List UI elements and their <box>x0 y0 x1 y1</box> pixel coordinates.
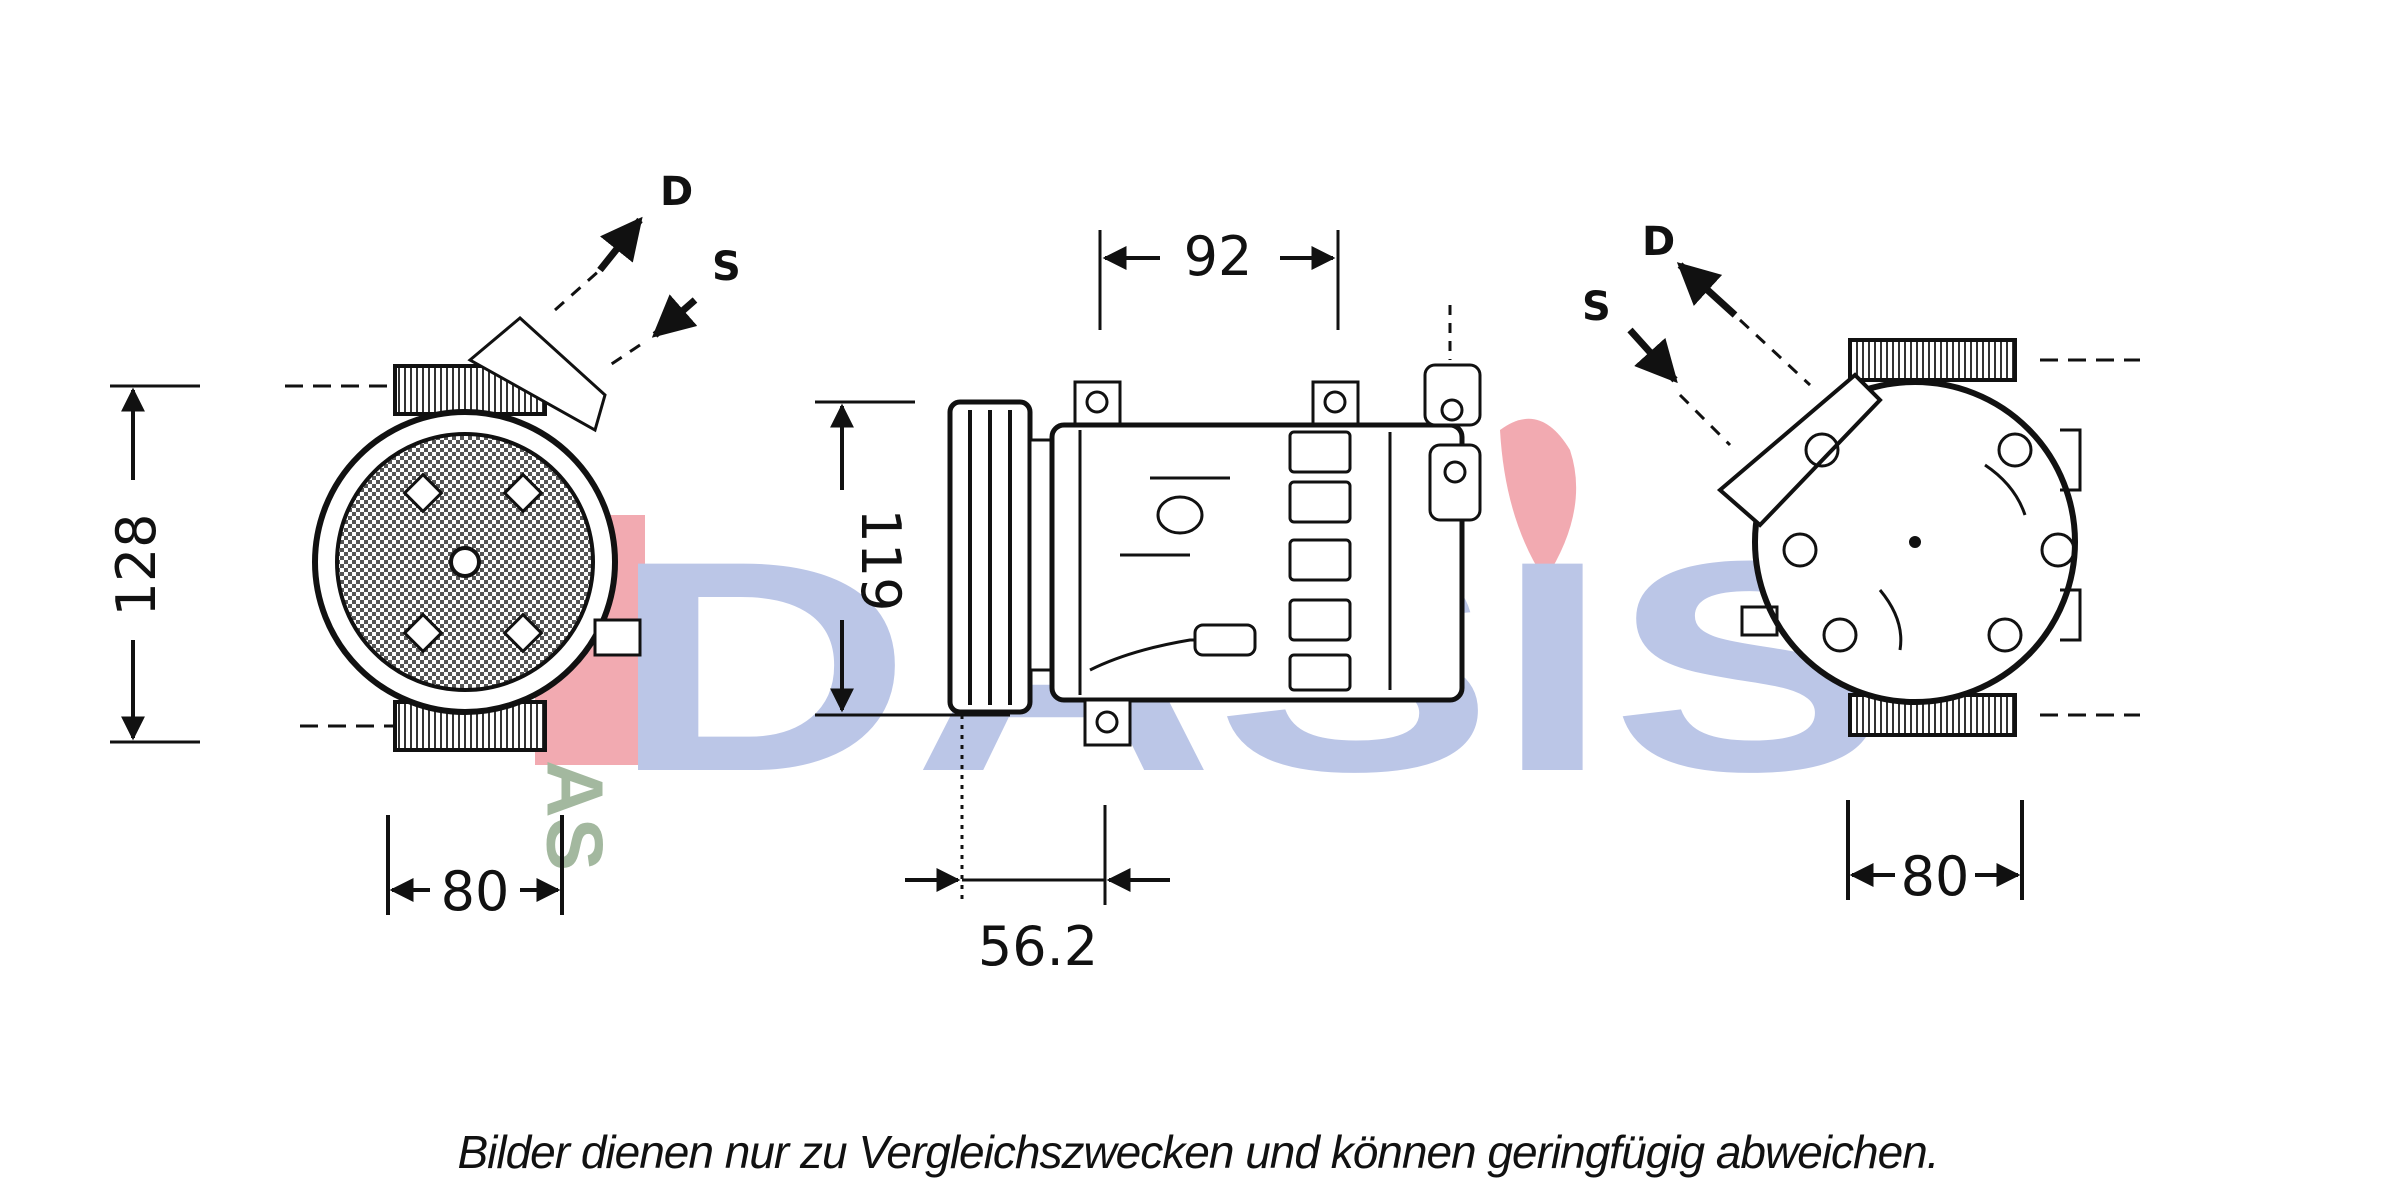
front-discharge-label: D <box>660 169 693 215</box>
front-width-dimension: 80 <box>441 860 510 923</box>
front-view <box>110 216 698 915</box>
side-view <box>815 230 1482 905</box>
disclaimer-caption: Bilder dienen nur zu Vergleichszwecken u… <box>457 1126 1939 1178</box>
front-port-block <box>467 316 607 433</box>
rear-port-block <box>1716 372 1883 528</box>
side-offset-dimension: 56.2 <box>978 915 1098 978</box>
rear-discharge-label: D <box>1642 219 1675 265</box>
front-suction-label: S <box>712 244 741 290</box>
compressor-body <box>1049 422 1465 703</box>
rear-suction-label: S <box>1582 284 1611 330</box>
front-height-dimension: 128 <box>105 513 168 616</box>
side-height-dimension: 119 <box>849 508 912 611</box>
rear-width-dimension: 80 <box>1901 845 1970 908</box>
watermark-subtext: AS <box>531 760 620 871</box>
rear-view <box>1627 262 2140 900</box>
side-length-dimension: 92 <box>1184 225 1253 288</box>
rear-top-mount <box>1848 338 2017 382</box>
